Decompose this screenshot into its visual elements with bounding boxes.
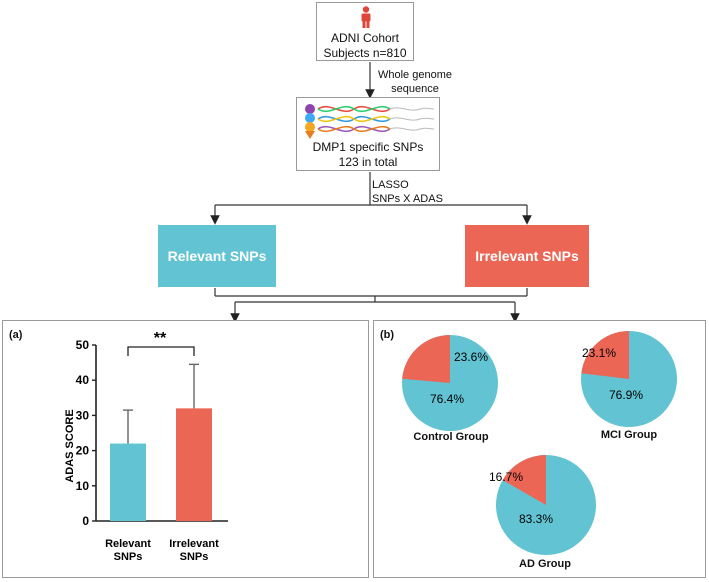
pie-label: 83.3%: [519, 512, 553, 526]
pie-label: 23.1%: [582, 346, 616, 360]
pie-slice-red: [402, 335, 450, 383]
x-label-relevant-1: Relevant: [105, 538, 151, 550]
panel-a-tag: (a): [9, 329, 23, 341]
irrelevant-snps-box: Irrelevant SNPs: [465, 225, 589, 287]
snp-box: DMP1 specific SNPs 123 in total: [296, 97, 440, 171]
y-tick-label: 50: [76, 338, 90, 352]
y-tick-label: 0: [82, 514, 89, 528]
pie-slice-red: [581, 331, 629, 379]
y-tick-label: 10: [76, 479, 90, 493]
control-group-label: Control Group: [413, 431, 489, 443]
y-axis-label: ADAS SCORE: [64, 409, 76, 482]
flow-connectors: [210, 62, 532, 323]
y-tick-label: 20: [76, 444, 90, 458]
y-tick-label: 40: [76, 373, 90, 387]
pie-label: 76.9%: [609, 388, 643, 402]
panel-b-tag: (b): [380, 329, 395, 341]
bar: [176, 408, 212, 521]
x-label-relevant-2: SNPs: [114, 551, 143, 563]
panel-b: (b) 23.6% 76.4% 23.1% 76.9% 16.7% 83.3% Contr…: [373, 320, 706, 578]
mci-group-label: MCI Group: [600, 429, 658, 441]
pie-label: 23.6%: [454, 350, 488, 364]
pie-label: 16.7%: [489, 470, 523, 484]
ad-group-label: AD Group: [519, 558, 571, 570]
step-wgs-label: Whole genome sequence: [378, 69, 452, 95]
cohort-box: ADNI Cohort Subjects n=810: [316, 2, 414, 61]
snp-title: DMP1 specific SNPs: [312, 140, 424, 154]
x-label-irrelevant-1: Irrelevant: [169, 538, 219, 550]
snp-total: 123 in total: [338, 155, 398, 169]
cohort-title: ADNI Cohort: [330, 31, 400, 45]
relevant-snps-box: Relevant SNPs: [158, 225, 276, 287]
significance-bracket: [127, 346, 195, 356]
pie-charts: 23.6% 76.4% 23.1% 76.9% 16.7% 83.3%: [402, 331, 677, 555]
bar-chart: ADAS SCORE ** Relevant SNPs Irrelevant S…: [64, 330, 228, 563]
x-label-irrelevant-2: SNPs: [180, 551, 209, 563]
step-lasso-label: LASSO SNPs X ADAS: [372, 179, 443, 205]
dna-sequence-icon: [305, 104, 435, 139]
pie-label: 76.4%: [430, 392, 464, 406]
y-tick-label: 30: [76, 408, 90, 422]
cohort-count: Subjects n=810: [323, 46, 407, 60]
pie-slice-red: [502, 455, 546, 505]
significance-marker: **: [154, 330, 167, 347]
bar: [110, 443, 146, 521]
panel-a: (a) ADAS SCORE ** Relevant SNPs Irreleva…: [2, 320, 369, 578]
person-icon: [361, 6, 371, 28]
